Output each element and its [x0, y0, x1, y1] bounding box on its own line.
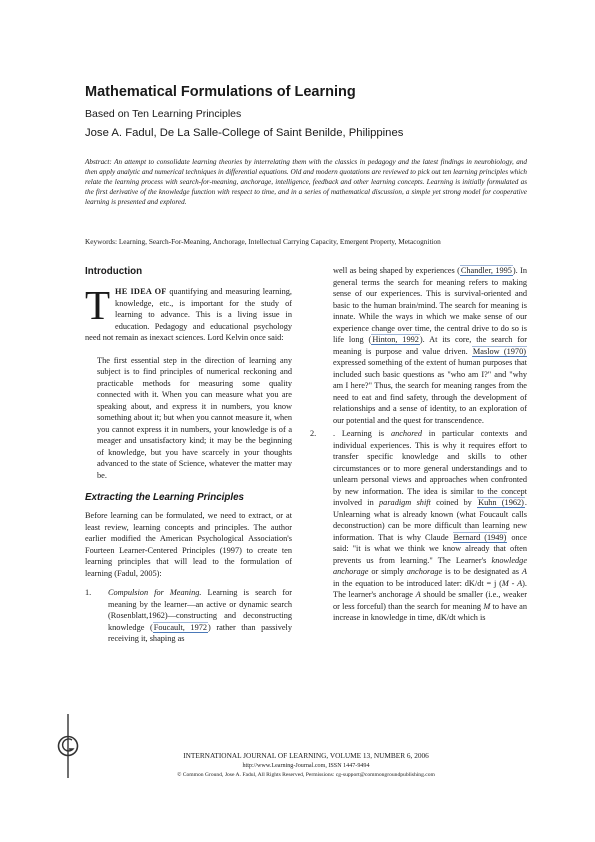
emphasis: M - A [501, 578, 523, 588]
left-column: Introduction T HE IDEA OF quantifying and… [85, 265, 292, 645]
paper-subtitle: Based on Ten Learning Principles [85, 108, 242, 120]
emphasis: A [415, 590, 421, 599]
list-item: 1. Compulsion for Meaning. Learning is s… [85, 587, 292, 645]
principles-list-continued: 2. . Learning is anchored in particular … [310, 428, 527, 624]
continued-paragraph: well as being shaped by experiences (Cha… [310, 265, 527, 426]
principle-text: Learning is search for meaning by the le… [108, 588, 292, 632]
list-item-number: 2. [310, 429, 317, 438]
body-text: ). In general terms the search for meani… [333, 266, 527, 344]
intro-text: quantifying and measuring learning, know… [85, 287, 292, 342]
section-heading-extracting: Extracting the Learning Principles [85, 492, 244, 503]
principle-term: Compulsion for Meaning. [108, 588, 202, 597]
abstract: Abstract: An attempt to consolidate lear… [85, 158, 527, 207]
emphasis: A [521, 567, 527, 576]
body-text: once said: "it is what we think we know … [333, 532, 527, 565]
emphasis: M [483, 601, 491, 611]
body-text: or simply [368, 567, 407, 576]
body-text: ). The learner's anchorage [333, 578, 527, 600]
body-text: well as being shaped by experiences ( [333, 266, 460, 275]
body-text: . Learning is [333, 429, 391, 438]
body-text: in the equation to be introduced later: … [333, 578, 502, 588]
emphasis: anchored [390, 429, 422, 438]
footer-journal: INTERNATIONAL JOURNAL OF LEARNING, VOLUM… [183, 751, 429, 760]
body-text: expressed something of the extent of hum… [333, 358, 527, 425]
list-item: 2. . Learning is anchored in particular … [310, 428, 527, 624]
body-text: . Unlearning what is already known (what… [333, 498, 527, 542]
principle-text: ) rather than passively receiving it, sh… [108, 622, 293, 644]
emphasis: paradigm shift [379, 498, 431, 507]
extracting-paragraph: Before learning can be formulated, we ne… [85, 511, 292, 578]
citation-link-foucault[interactable]: Foucault, 1972 [152, 621, 209, 633]
keywords: Keywords: Learning, Search-For-Meaning, … [85, 237, 441, 246]
body-text: is to be designated as [442, 567, 522, 576]
paper-authors: Jose A. Fadul, De La Salle-College of Sa… [85, 127, 404, 139]
citation-link-maslow[interactable]: Maslow (1970) [471, 345, 527, 357]
footer-url-issn: http://www.Learning-Journal.com, ISSN 14… [242, 763, 370, 769]
body-text: coined by [430, 498, 478, 507]
citation-link-bernard[interactable]: Bernard (1949) [452, 531, 508, 543]
intro-lead-in: HE IDEA OF [115, 287, 167, 296]
body-text: ). At its core, the search for meaning i… [333, 335, 527, 356]
section-heading-introduction: Introduction [85, 266, 143, 277]
paper-title: Mathematical Formulations of Learning [85, 84, 356, 100]
kelvin-quote: The first essential step in the directio… [97, 355, 292, 480]
list-item-number: 1. [85, 588, 92, 597]
emphasis: knowledge anchorage [333, 555, 527, 577]
body-text: in particular contexts and individual ex… [333, 429, 528, 507]
citation-link-chandler[interactable]: Chandler, 1995 [459, 265, 513, 276]
citation-link-kuhn[interactable]: Kuhn (1962) [477, 497, 525, 508]
body-text: should be smaller (i.e., weaker or less … [333, 590, 527, 611]
right-column: well as being shaped by experiences (Cha… [310, 265, 527, 624]
citation-link-hinton[interactable]: Hinton, 1992 [371, 334, 420, 345]
intro-paragraph: T HE IDEA OF quantifying and measuring le… [85, 282, 292, 344]
emphasis: anchorage [406, 567, 443, 576]
principles-list-start: 1. Compulsion for Meaning. Learning is s… [85, 587, 292, 645]
drop-cap: T [85, 282, 111, 328]
common-ground-logo-icon [57, 714, 79, 778]
footer-copyright: © Common Ground, Jose A. Fadul, All Righ… [177, 772, 435, 778]
body-text: to have an increase in knowledge in time… [333, 601, 528, 623]
